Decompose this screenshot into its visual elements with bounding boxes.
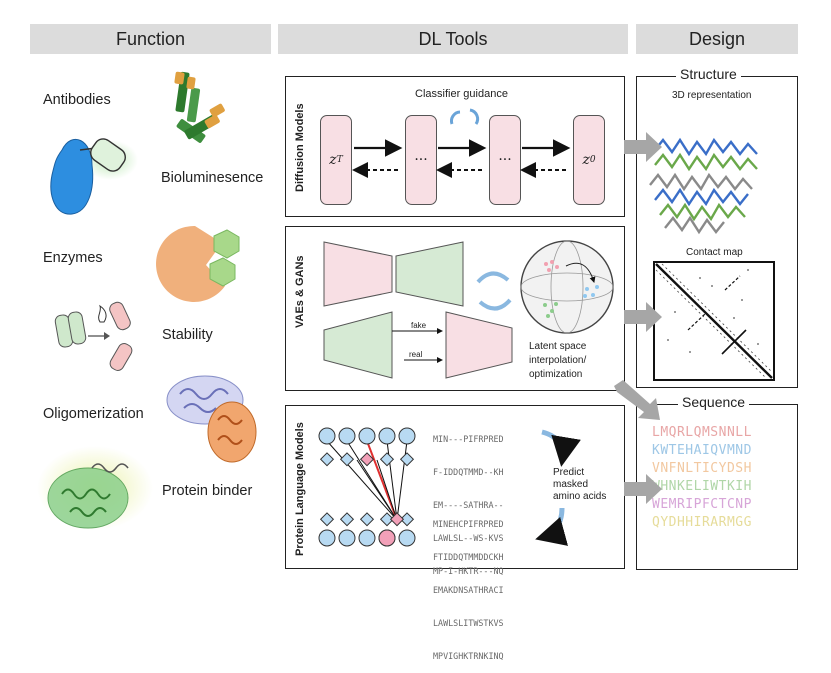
masked-seq: MIN---PIFRPRED	[433, 434, 504, 444]
structure-title: Structure	[676, 66, 741, 82]
enzyme-icon	[156, 225, 240, 302]
rep3d-label: 3D representation	[672, 90, 752, 101]
predict-label-1: Predict	[553, 467, 585, 478]
designed-sequences: LMQRLQMSNNLL KWTEHAIQVMND VNFNLTICYDSH W…	[652, 424, 752, 532]
sequence-panel	[636, 404, 798, 570]
stability-label: Stability	[162, 327, 213, 343]
full-seq: EMAKDNSATHRACI	[433, 585, 504, 595]
diffusion-label: Diffusion Models	[294, 103, 306, 192]
discriminator-label: Discriminator	[454, 339, 501, 348]
latent-space-label-2: interpolation/	[529, 355, 587, 366]
stability-icon	[54, 301, 133, 371]
vae-gan-panel	[285, 226, 625, 391]
antibodies-label: Antibodies	[43, 92, 111, 108]
full-seq: FTIDDQTMMDDCKH	[433, 552, 504, 562]
z0-sub: 0	[589, 155, 596, 165]
masked-seq: F-IDDQTMMD--KH	[433, 467, 504, 477]
binder-icon	[37, 446, 153, 530]
function-header: Function	[30, 24, 271, 54]
designed-seq: LMQRLQMSNNLL	[652, 425, 752, 440]
dl-tools-header: DL Tools	[278, 24, 628, 54]
enzymes-label: Enzymes	[43, 250, 103, 266]
masked-seq: MP-I-HKTR---NQ	[433, 566, 504, 576]
full-seq: LAWLSLITWSTKVS	[433, 618, 504, 628]
plm-label: Protein Language Models	[294, 422, 306, 556]
full-sequences: MINEHCPIFRPRED FTIDDQTMMDDCKH EMAKDNSATH…	[433, 497, 504, 673]
function-illustrations	[37, 71, 257, 530]
latent-mid-box-1: ···	[405, 115, 437, 205]
bioluminescence-label: Bioluminesence	[161, 170, 264, 186]
sequence-title: Sequence	[678, 394, 750, 410]
designed-seq: WEMRIPFCTCNP	[652, 497, 752, 512]
z0-text: z	[582, 152, 590, 168]
full-seq: MINEHCPIFRPRED	[433, 519, 504, 529]
structure-panel	[636, 76, 798, 388]
zT-sub: T	[336, 155, 343, 165]
masked-seq: LAWLSL--WS-KVS	[433, 533, 504, 543]
oligomer-icon	[166, 375, 257, 463]
predict-label-3: amino acids	[553, 491, 607, 502]
vae-gan-label: VAEs & GANs	[294, 255, 306, 328]
designed-seq: VNFNLTICYDSH	[652, 461, 752, 476]
zT-text: z	[329, 152, 337, 168]
predict-label-2: masked	[553, 479, 589, 490]
masked-sequences: MIN---PIFRPRED F-IDDQTMMD--KH EM----SATH…	[433, 412, 504, 588]
masked-seq: EM----SATHRA--	[433, 500, 504, 510]
latent-mid-box-2: ···	[489, 115, 521, 205]
encoder-label: Encoder	[341, 270, 371, 279]
generator-label: Generator	[338, 339, 375, 348]
designed-seq: QYDHHIRARMGG	[652, 515, 752, 530]
designed-seq: WHNKELIWTKIH	[652, 479, 752, 494]
designed-seq: KWTEHAIQVMND	[652, 443, 752, 458]
protein-binder-label: Protein binder	[162, 483, 253, 499]
latent-space-label-3: optimization	[529, 369, 583, 380]
contact-map-label: Contact map	[686, 247, 743, 258]
full-seq: MPVIGHKTRNKINQ	[433, 651, 504, 661]
oligomerization-label: Oligomerization	[43, 406, 144, 422]
real-label: real	[409, 350, 423, 359]
design-header: Design	[636, 24, 798, 54]
antibody-icon	[174, 71, 225, 143]
classifier-guidance-label: Classifier guidance	[415, 88, 508, 100]
luciferase-icon	[50, 138, 138, 215]
latent-space-label-1: Latent space	[529, 341, 587, 352]
decoder-label: Decoder	[406, 270, 437, 279]
fake-label: fake	[411, 321, 427, 330]
